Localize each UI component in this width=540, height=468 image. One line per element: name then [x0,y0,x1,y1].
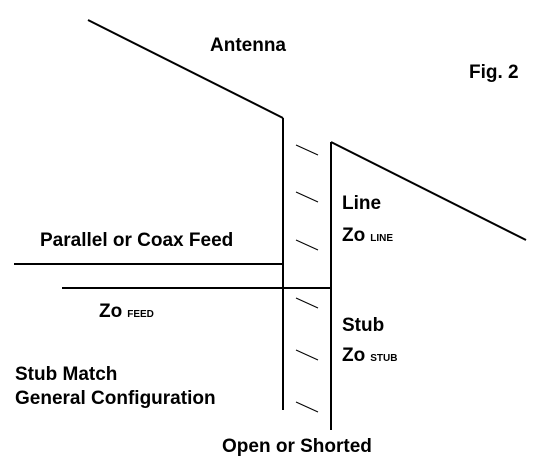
zo-line-subscript: LINE [370,233,393,244]
zo-stub-subscript: STUB [370,353,398,364]
stub-label: Stub [342,315,385,336]
zo-text: Zo [99,301,123,322]
figure-number: Fig. 2 [469,62,519,83]
line-label: Line [342,193,382,214]
antenna-element-left [87,19,284,119]
hatch-mark [295,349,319,361]
antenna-label: Antenna [210,35,286,56]
zo-feed-label: Zo FEED [99,302,154,321]
hatch-mark [295,297,319,309]
hatch-mark [295,239,319,251]
antenna-element-right [330,141,527,241]
caption-line-1: Stub Match [15,364,118,385]
zo-line-label: Zo LINE [342,226,393,245]
termination-label: Open or Shorted [222,436,372,457]
hatch-mark [295,191,319,203]
caption-line-2: General Configuration [15,388,216,409]
zo-text: Zo [342,225,366,246]
zo-stub-label: Zo STUB [342,346,397,365]
hatch-mark [295,401,319,413]
feed-label: Parallel or Coax Feed [40,230,234,251]
zo-feed-subscript: FEED [127,309,154,320]
zo-text: Zo [342,345,366,366]
hatch-marks [295,144,319,413]
hatch-mark [295,144,319,156]
